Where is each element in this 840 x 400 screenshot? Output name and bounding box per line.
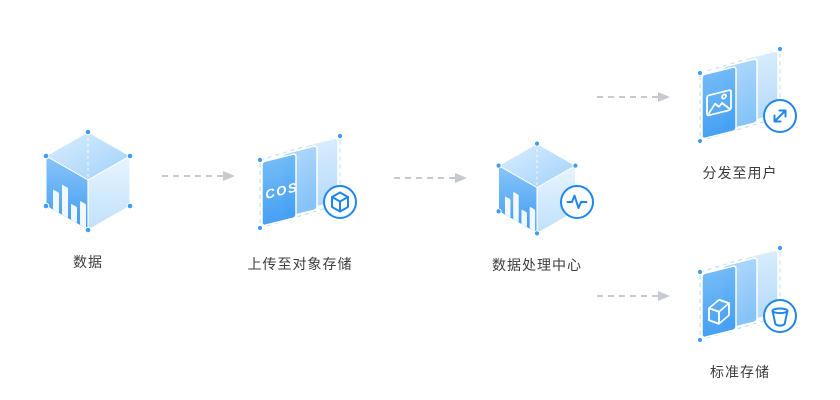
dashed-arrow <box>597 92 670 102</box>
dashed-arrow <box>394 173 467 183</box>
dashed-arrow <box>597 291 670 301</box>
data-cube-icon <box>40 128 136 234</box>
processing-cube-icon <box>493 140 594 237</box>
expand-badge-icon <box>762 98 798 134</box>
storage-layers-icon <box>688 244 797 348</box>
node-upload-cos: COS 上传至对象存储 <box>225 132 375 273</box>
node-label: 分发至用户 <box>702 165 778 181</box>
node-data: 数据 <box>28 128 148 271</box>
cube-badge-icon <box>322 184 358 220</box>
node-processing: 数据处理中心 <box>467 140 607 274</box>
dashed-arrow <box>162 171 235 181</box>
node-label: 标准存储 <box>710 364 770 380</box>
node-label: 数据 <box>73 254 103 270</box>
node-standard-storage: 标准存储 <box>665 244 815 381</box>
node-label: 数据处理中心 <box>492 257 582 273</box>
pulse-badge-icon <box>559 184 595 220</box>
cube-glyph <box>708 298 730 325</box>
media-layers-icon <box>688 45 797 149</box>
image-glyph <box>706 89 732 117</box>
cos-layers-icon: COS <box>248 132 357 236</box>
node-distribute: 分发至用户 <box>665 45 815 182</box>
node-label: 上传至对象存储 <box>247 256 353 272</box>
bucket-badge-icon <box>762 298 798 334</box>
